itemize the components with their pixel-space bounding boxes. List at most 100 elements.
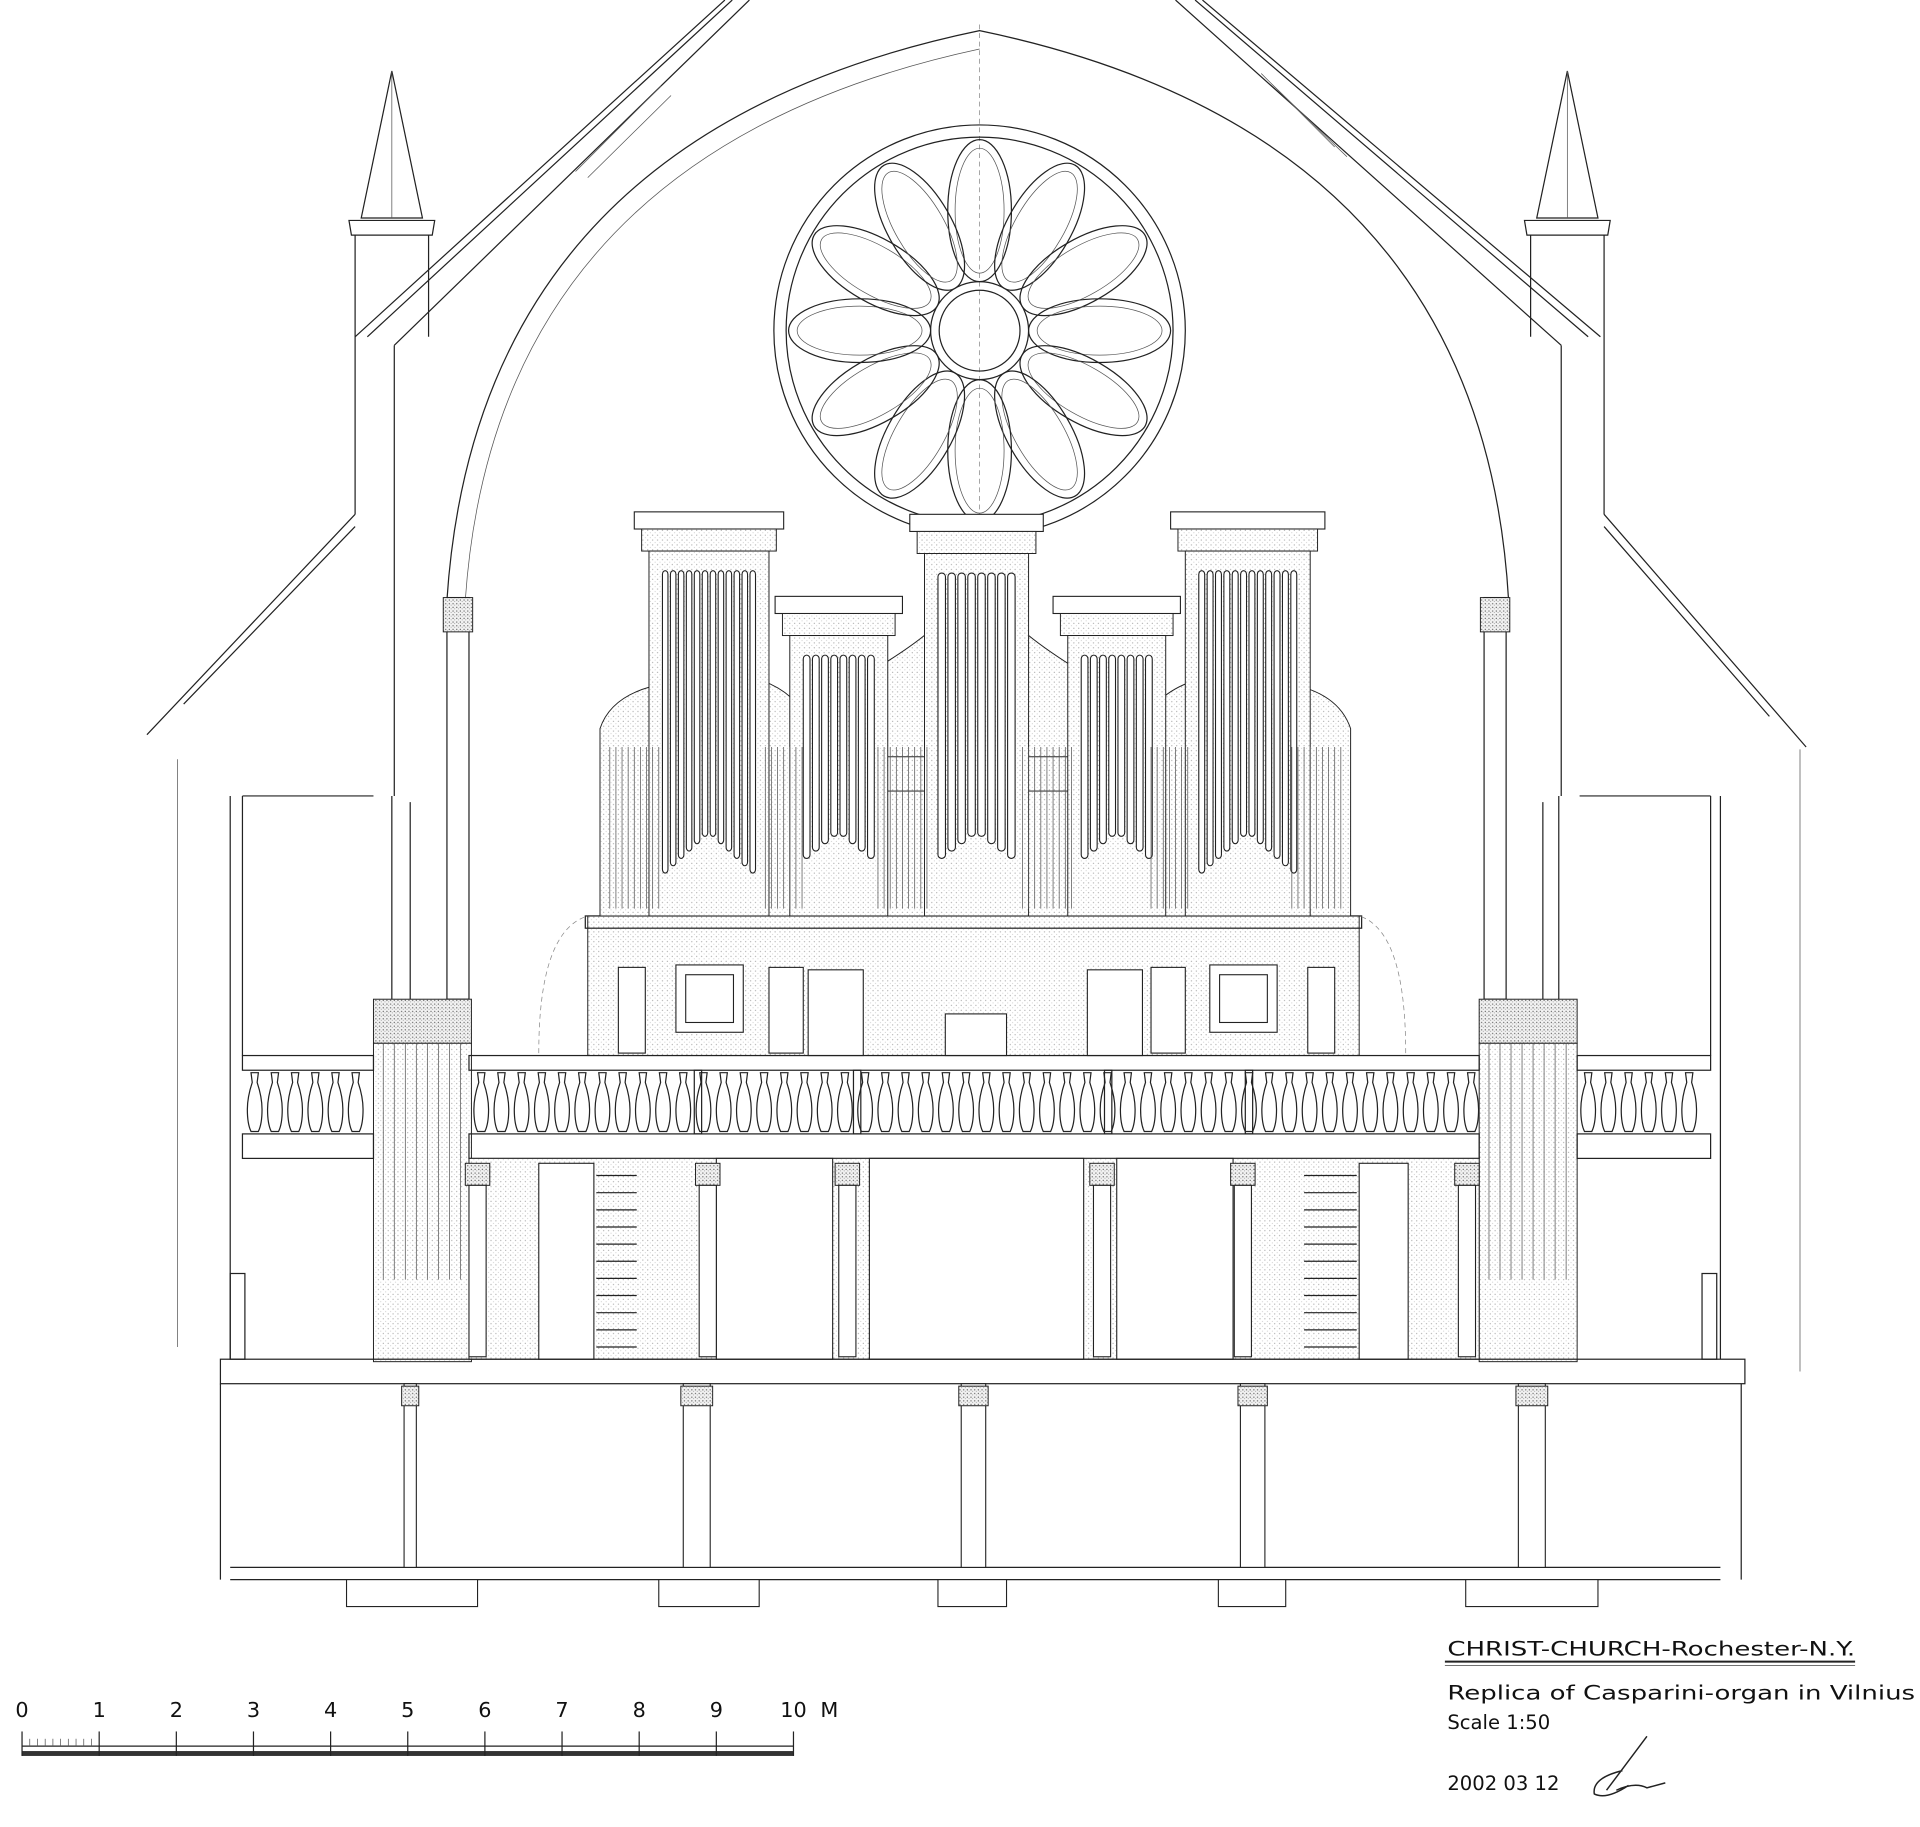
organ-pipe	[848, 654, 857, 845]
baluster	[533, 1072, 550, 1133]
baluster	[695, 1072, 712, 1133]
rose-petal-inner	[819, 352, 932, 429]
baluster	[917, 1072, 934, 1133]
baluster	[1180, 1072, 1197, 1133]
organ-pipe	[937, 572, 947, 859]
side-columns	[372, 596, 1578, 1363]
rose-petal	[1019, 345, 1148, 437]
title-block: CHRIST-CHURCH-Rochester-N.Y. Replica of …	[1444, 1638, 1915, 1797]
post-capital	[1230, 1162, 1256, 1186]
baluster	[1620, 1072, 1637, 1133]
pier-footing	[345, 1579, 479, 1608]
organ-pipe	[701, 570, 709, 837]
baluster	[1281, 1072, 1298, 1133]
left-spire	[348, 70, 436, 796]
baluster	[675, 1072, 692, 1133]
organ-pipe	[725, 570, 733, 852]
organ-pipe	[1214, 570, 1222, 859]
baluster	[493, 1072, 510, 1133]
baluster	[735, 1072, 752, 1133]
baluster	[1261, 1072, 1278, 1133]
baluster	[1301, 1072, 1318, 1133]
tower-frieze	[1059, 613, 1174, 637]
scale-label: 5	[401, 1698, 414, 1722]
baluster	[307, 1072, 324, 1133]
rose-petal-inner	[954, 387, 1005, 514]
organ-pipe	[733, 570, 741, 859]
organ-case	[538, 511, 1407, 1057]
pier-footing	[658, 1579, 760, 1608]
lower-pier	[1239, 1383, 1266, 1568]
baluster	[1681, 1072, 1698, 1133]
baluster	[1119, 1072, 1136, 1133]
baluster	[634, 1072, 651, 1133]
pier-capital	[401, 1385, 420, 1407]
gallery-post	[1233, 1184, 1252, 1358]
signature-mark	[1593, 1735, 1666, 1797]
rose-petal-inner	[1001, 170, 1078, 283]
balustrade-pier	[1244, 1069, 1254, 1135]
baluster	[1443, 1072, 1459, 1133]
scale-unit: M	[820, 1698, 838, 1722]
balustrade-pier	[852, 1069, 862, 1135]
organ-pipe	[857, 654, 866, 852]
tower-cornice	[909, 513, 1044, 533]
tower-frieze	[916, 530, 1037, 554]
pier-capital	[680, 1385, 714, 1407]
rose-petal	[874, 370, 966, 499]
organ-pipe	[661, 570, 669, 874]
scale-label: 3	[247, 1698, 260, 1722]
organ-pipe	[1117, 654, 1126, 837]
organ-pipe	[1144, 654, 1153, 859]
organ-pipe	[709, 570, 717, 837]
organ-pipe	[1089, 654, 1098, 852]
organ-pipe	[1007, 572, 1016, 859]
scale-label: 7	[555, 1698, 568, 1722]
rose-petal	[874, 162, 966, 291]
organ-pipe	[693, 570, 701, 845]
right-spire	[1523, 70, 1611, 796]
church-gable	[354, 0, 1601, 515]
tower-frieze	[1177, 528, 1319, 552]
baluster	[857, 1072, 874, 1133]
organ-pipe	[987, 572, 996, 845]
organ-pipe	[741, 570, 749, 867]
baluster	[266, 1072, 283, 1133]
organ-pipe	[839, 654, 848, 837]
scale-label: 4	[324, 1698, 337, 1722]
organ-pipe	[677, 570, 685, 859]
rose-petal-inner	[954, 147, 1005, 274]
baluster	[246, 1072, 263, 1133]
rose-petal-inner	[1036, 305, 1163, 356]
organ-pipe	[957, 572, 966, 845]
post-capital	[834, 1162, 861, 1186]
organ-pipe	[1256, 570, 1264, 845]
rose-petal	[811, 345, 940, 437]
organ-pipe	[1281, 570, 1289, 867]
pier-footing	[1217, 1579, 1287, 1608]
organ-pipe	[977, 572, 986, 837]
tower-cornice	[774, 595, 903, 615]
scale-label: 8	[633, 1698, 646, 1722]
organ-tower	[648, 550, 770, 917]
chancel-arch	[446, 30, 1510, 601]
organ-pipe	[802, 654, 811, 859]
organ-pipe	[1099, 654, 1107, 845]
baluster	[655, 1072, 672, 1133]
baluster	[1463, 1072, 1480, 1133]
scale-label: 6	[478, 1698, 491, 1722]
baluster	[327, 1072, 344, 1133]
organ-pipe	[1135, 654, 1144, 852]
post-capital	[1454, 1162, 1480, 1186]
baluster	[816, 1072, 833, 1133]
rose-petal	[1019, 225, 1148, 317]
organ-pipe	[1080, 654, 1089, 859]
organ-pipe	[967, 572, 976, 837]
rose-petal-inner	[1001, 378, 1078, 491]
pier-capital	[1237, 1385, 1268, 1407]
gallery-balustrade	[241, 1054, 1712, 1160]
baluster	[1018, 1072, 1035, 1133]
baluster	[897, 1072, 914, 1133]
organ-pipe	[1126, 654, 1135, 845]
